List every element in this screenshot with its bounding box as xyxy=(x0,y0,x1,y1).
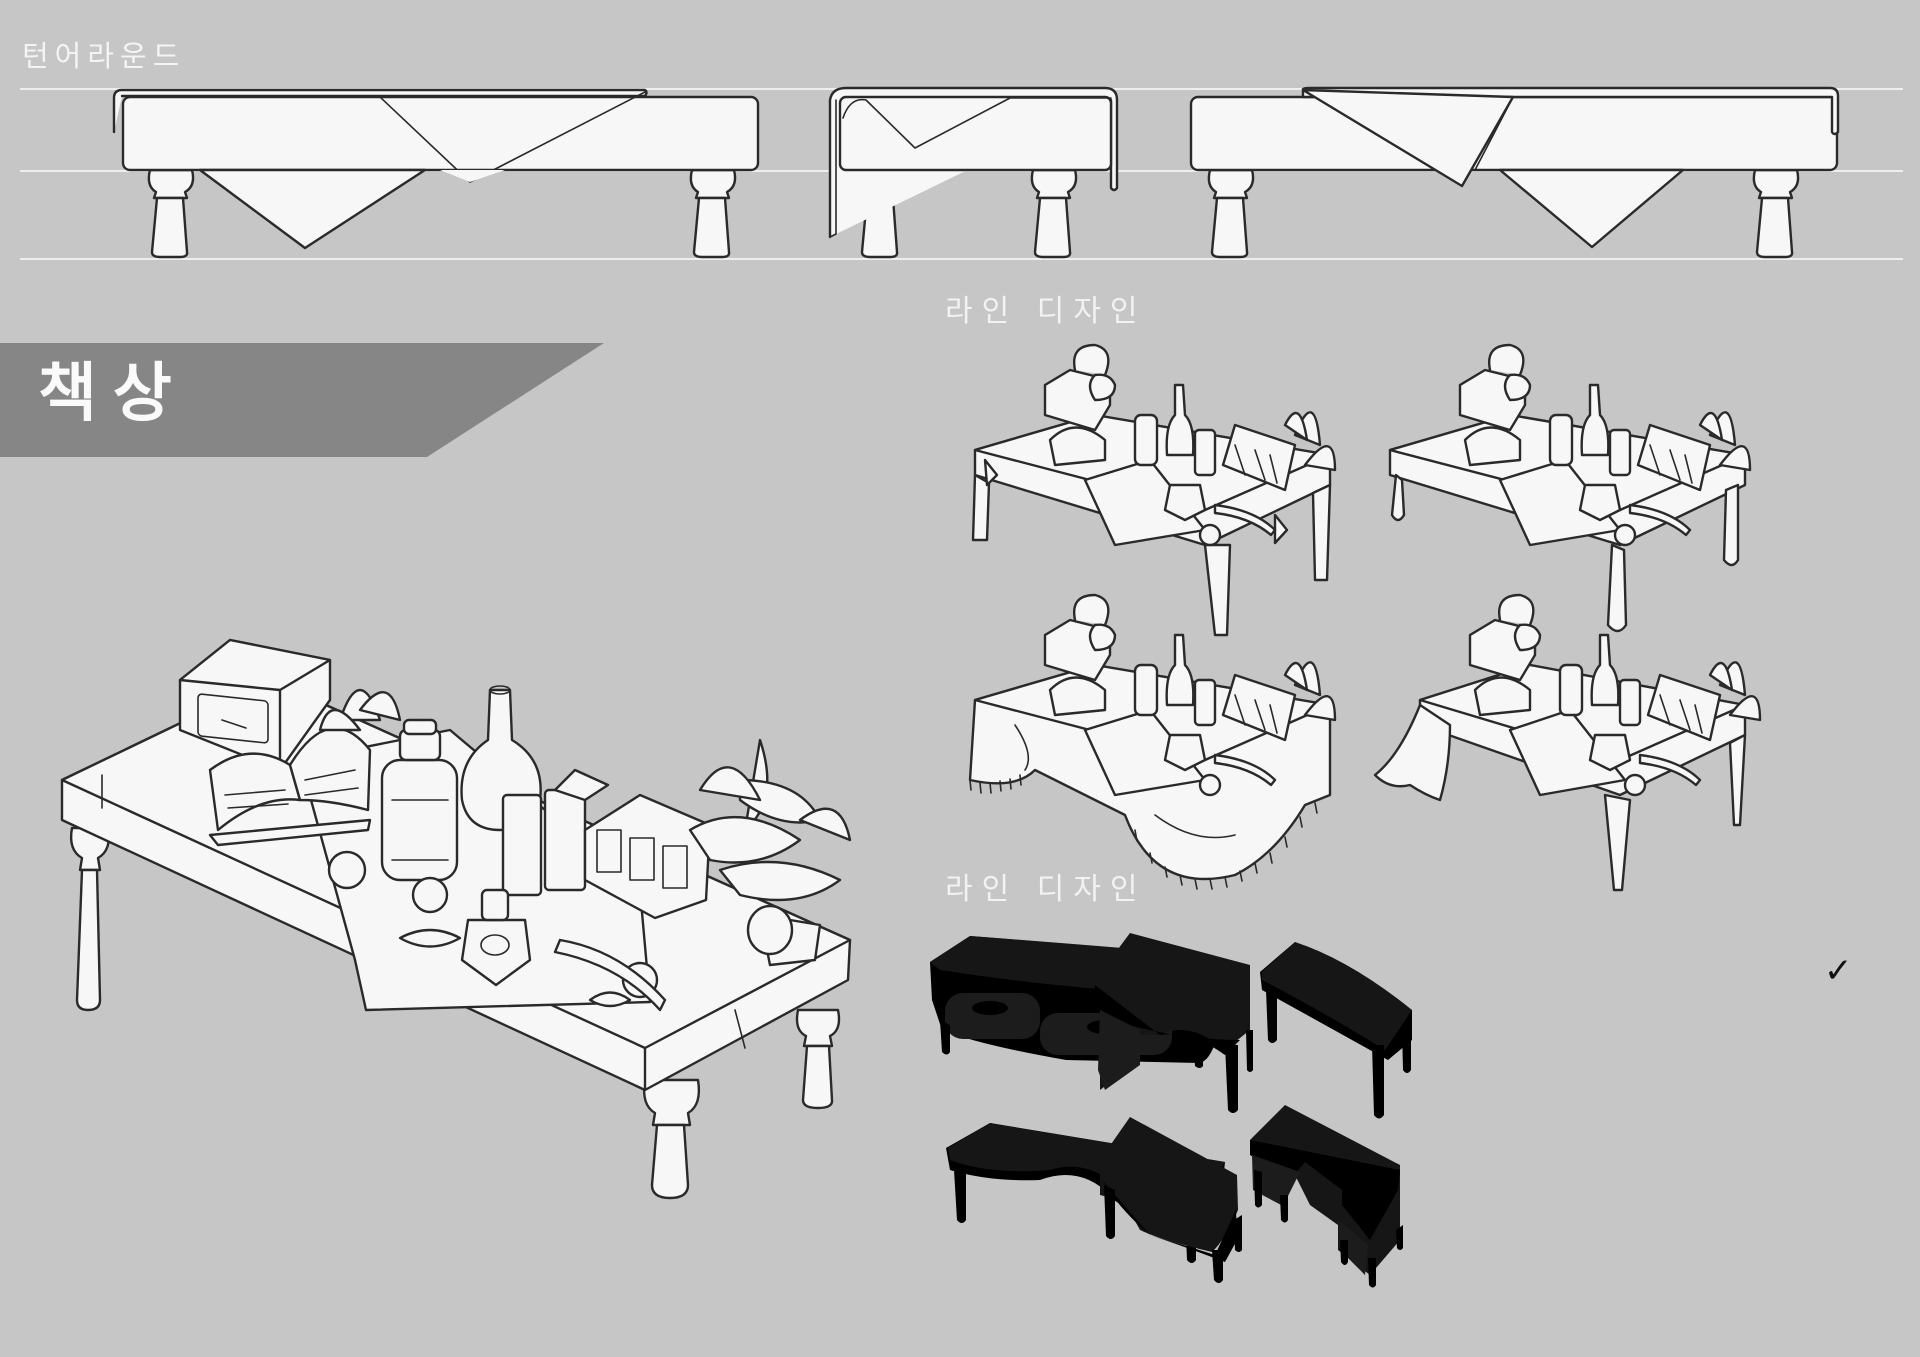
specimen-frame xyxy=(583,793,712,920)
line-design-label: 라인 디자인 xyxy=(945,294,1147,329)
turnaround-title: 턴어라운드 xyxy=(22,39,186,73)
ink-bottle xyxy=(460,888,532,987)
banner-title: 책상 xyxy=(38,357,188,431)
line-variant-straight-legs xyxy=(971,343,1337,637)
cloth-front-flap xyxy=(198,168,427,250)
selected-checkmark: ✓ xyxy=(1824,951,1853,991)
leaf xyxy=(588,991,632,1008)
section-banner xyxy=(0,343,604,457)
desk-leg-left xyxy=(147,168,195,259)
banner-shape xyxy=(0,343,604,457)
desk-leg-front-left xyxy=(642,1078,701,1200)
glass-bottle xyxy=(380,718,459,882)
desk-leg-right xyxy=(689,168,737,259)
desk-leg-right xyxy=(1752,168,1800,259)
leaf-cluster-back xyxy=(318,688,402,732)
drawer-box xyxy=(178,638,332,772)
desk-leg-back-left xyxy=(69,826,111,1012)
apple xyxy=(411,876,449,914)
silhouette-straight-bench-desk xyxy=(1260,942,1412,1119)
silhouette-scalloped-desk xyxy=(1100,1117,1242,1283)
desk-leg-front-right xyxy=(795,1008,841,1110)
silhouette-pedestal-desk xyxy=(1094,933,1253,1113)
open-book xyxy=(208,727,372,847)
desk-leg-right xyxy=(1030,168,1078,259)
line-variant-fringed-cloth xyxy=(968,593,1337,890)
apple xyxy=(327,850,367,890)
standing-books xyxy=(501,768,610,897)
quill-pen xyxy=(553,938,667,1012)
desk-leg-left xyxy=(1207,168,1255,259)
turnaround-side-view xyxy=(828,86,1119,259)
line-variant-turned-legs xyxy=(1388,343,1752,633)
leaf xyxy=(398,928,462,948)
silhouette-l-shaped-desk xyxy=(1250,1105,1403,1288)
silhouette-design-label: 라인 디자인 xyxy=(945,872,1147,907)
turnaround-back-view xyxy=(1189,86,1840,259)
line-variant-draped-cloth xyxy=(1373,593,1762,892)
potted-plant xyxy=(688,738,852,967)
turnaround-front-view xyxy=(112,88,760,259)
